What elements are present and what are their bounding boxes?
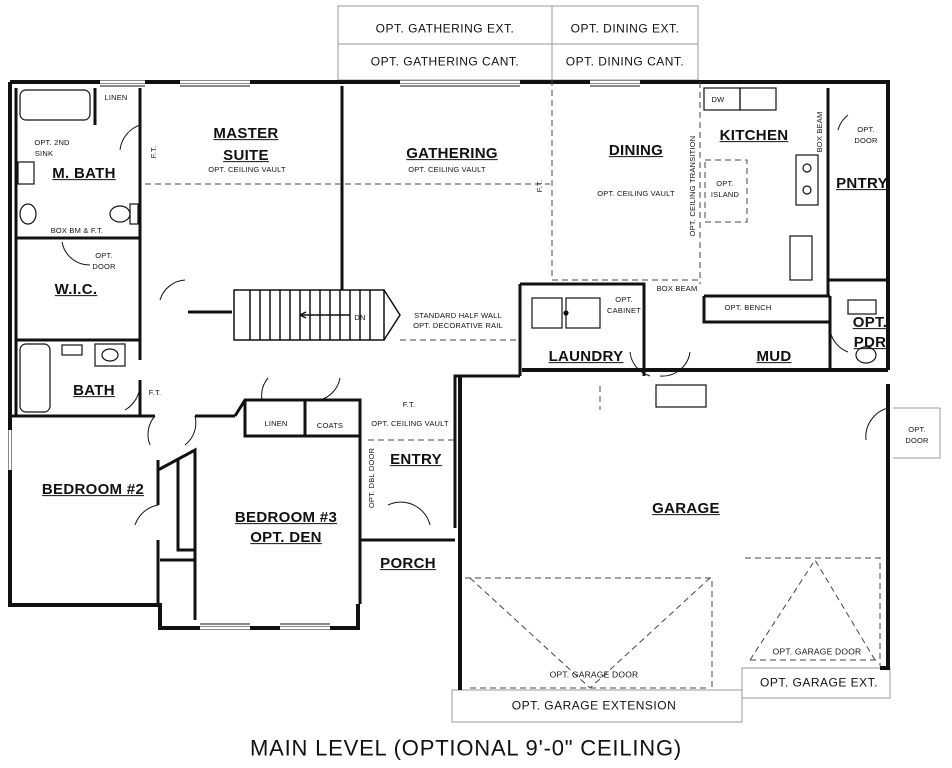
exterior-walls: [8, 80, 890, 690]
opt-dining-ext-label: OPT. DINING EXT.: [570, 21, 680, 36]
room-gathering: GATHERING: [406, 145, 498, 163]
room-master-suite-line1: MASTER: [213, 125, 279, 143]
room-m-bath: M. BATH: [52, 165, 116, 183]
note-gathering-vault: OPT. CEILING VAULT: [408, 165, 486, 175]
note-opt-2nd-sink-line2: SINK: [34, 149, 54, 159]
plan-title: MAIN LEVEL (OPTIONAL 9'-0" CEILING): [249, 735, 683, 761]
room-wic: W.I.C.: [54, 281, 98, 299]
stair: [233, 289, 401, 341]
note-opt-garage-door-left: OPT. GARAGE DOOR: [549, 669, 639, 680]
note-opt-cabinet-line2: CABINET: [607, 306, 641, 316]
room-laundry: LAUNDRY: [548, 348, 624, 366]
opt-garage-ext-label: OPT. GARAGE EXT.: [759, 675, 879, 690]
windows: [8, 80, 640, 630]
note-dw: DW: [711, 95, 725, 105]
room-opt-pdr-line1: OPT.: [852, 314, 888, 332]
opt-dining-cant-label: OPT. DINING CANT.: [565, 54, 685, 69]
note-opt-island-line1: OPT.: [716, 179, 734, 189]
note-entry-vault: OPT. CEILING VAULT: [371, 419, 449, 429]
room-entry: ENTRY: [390, 451, 442, 469]
room-bedroom-2: BEDROOM #2: [41, 481, 145, 499]
optional-extension-outlines: [337, 5, 941, 723]
note-linen-top: LINEN: [104, 93, 128, 103]
note-half-wall-line2: OPT. DECORATIVE RAIL: [413, 321, 503, 331]
note-opt-door-wic-line1: OPT.: [95, 251, 113, 261]
note-opt-2nd-sink-line1: OPT. 2ND: [34, 138, 70, 148]
room-mud: MUD: [756, 348, 792, 366]
note-opt-door-pantry-line1: OPT.: [857, 125, 875, 135]
note-stair-dn: DN: [354, 313, 366, 323]
fixtures: [17, 87, 877, 413]
note-ft-master: F.T.: [149, 145, 159, 159]
room-porch: PORCH: [380, 555, 436, 573]
note-opt-cabinet-line1: OPT.: [615, 295, 633, 305]
opt-garage-extension-label: OPT. GARAGE EXTENSION: [511, 698, 677, 713]
room-kitchen: KITCHEN: [719, 127, 789, 145]
room-bedroom-3-line2: OPT. DEN: [250, 529, 322, 547]
note-ceiling-transition: OPT. CEILING TRANSITION: [688, 135, 698, 237]
note-box-beam-laundry: BOX BEAM: [656, 284, 698, 294]
dashed-option-lines: [145, 80, 881, 689]
note-ft-entry: F.T.: [402, 400, 416, 410]
note-ft-gathering: F.T.: [535, 179, 545, 193]
note-opt-garage-door-right: OPT. GARAGE DOOR: [772, 646, 862, 657]
note-opt-island-line2: ISLAND: [710, 190, 740, 200]
door-swings: [61, 114, 889, 526]
note-opt-door-wic-line2: DOOR: [92, 262, 116, 272]
note-opt-door-garage-line2: DOOR: [905, 436, 929, 446]
room-dining: DINING: [608, 142, 664, 160]
opt-gathering-cant-label: OPT. GATHERING CANT.: [370, 54, 520, 69]
note-opt-bench: OPT. BENCH: [724, 303, 772, 313]
opt-gathering-ext-label: OPT. GATHERING EXT.: [375, 21, 515, 36]
note-linen-hall: LINEN: [264, 419, 288, 429]
note-opt-dbl-door: OPT. DBL DOOR: [367, 447, 377, 509]
note-box-bm-ft: BOX BM & F.T.: [50, 226, 104, 236]
interior-walls: [10, 86, 888, 620]
note-master-vault: OPT. CEILING VAULT: [208, 165, 286, 175]
note-half-wall-line1: STANDARD HALF WALL: [414, 311, 502, 321]
note-box-beam-kitchen: BOX BEAM: [815, 111, 825, 153]
note-coats: COATS: [316, 421, 344, 431]
room-bath: BATH: [73, 382, 115, 400]
room-bedroom-3-line1: BEDROOM #3: [234, 509, 338, 527]
room-opt-pdr-line2: PDR: [853, 334, 887, 352]
note-opt-door-garage-line1: OPT.: [908, 425, 926, 435]
note-dining-vault: OPT. CEILING VAULT: [597, 189, 675, 199]
note-opt-door-pantry-line2: DOOR: [854, 136, 878, 146]
note-ft-bath: F.T.: [148, 388, 162, 398]
room-master-suite-line2: SUITE: [223, 147, 269, 165]
room-pantry: PNTRY: [836, 175, 888, 193]
room-garage: GARAGE: [652, 500, 720, 518]
